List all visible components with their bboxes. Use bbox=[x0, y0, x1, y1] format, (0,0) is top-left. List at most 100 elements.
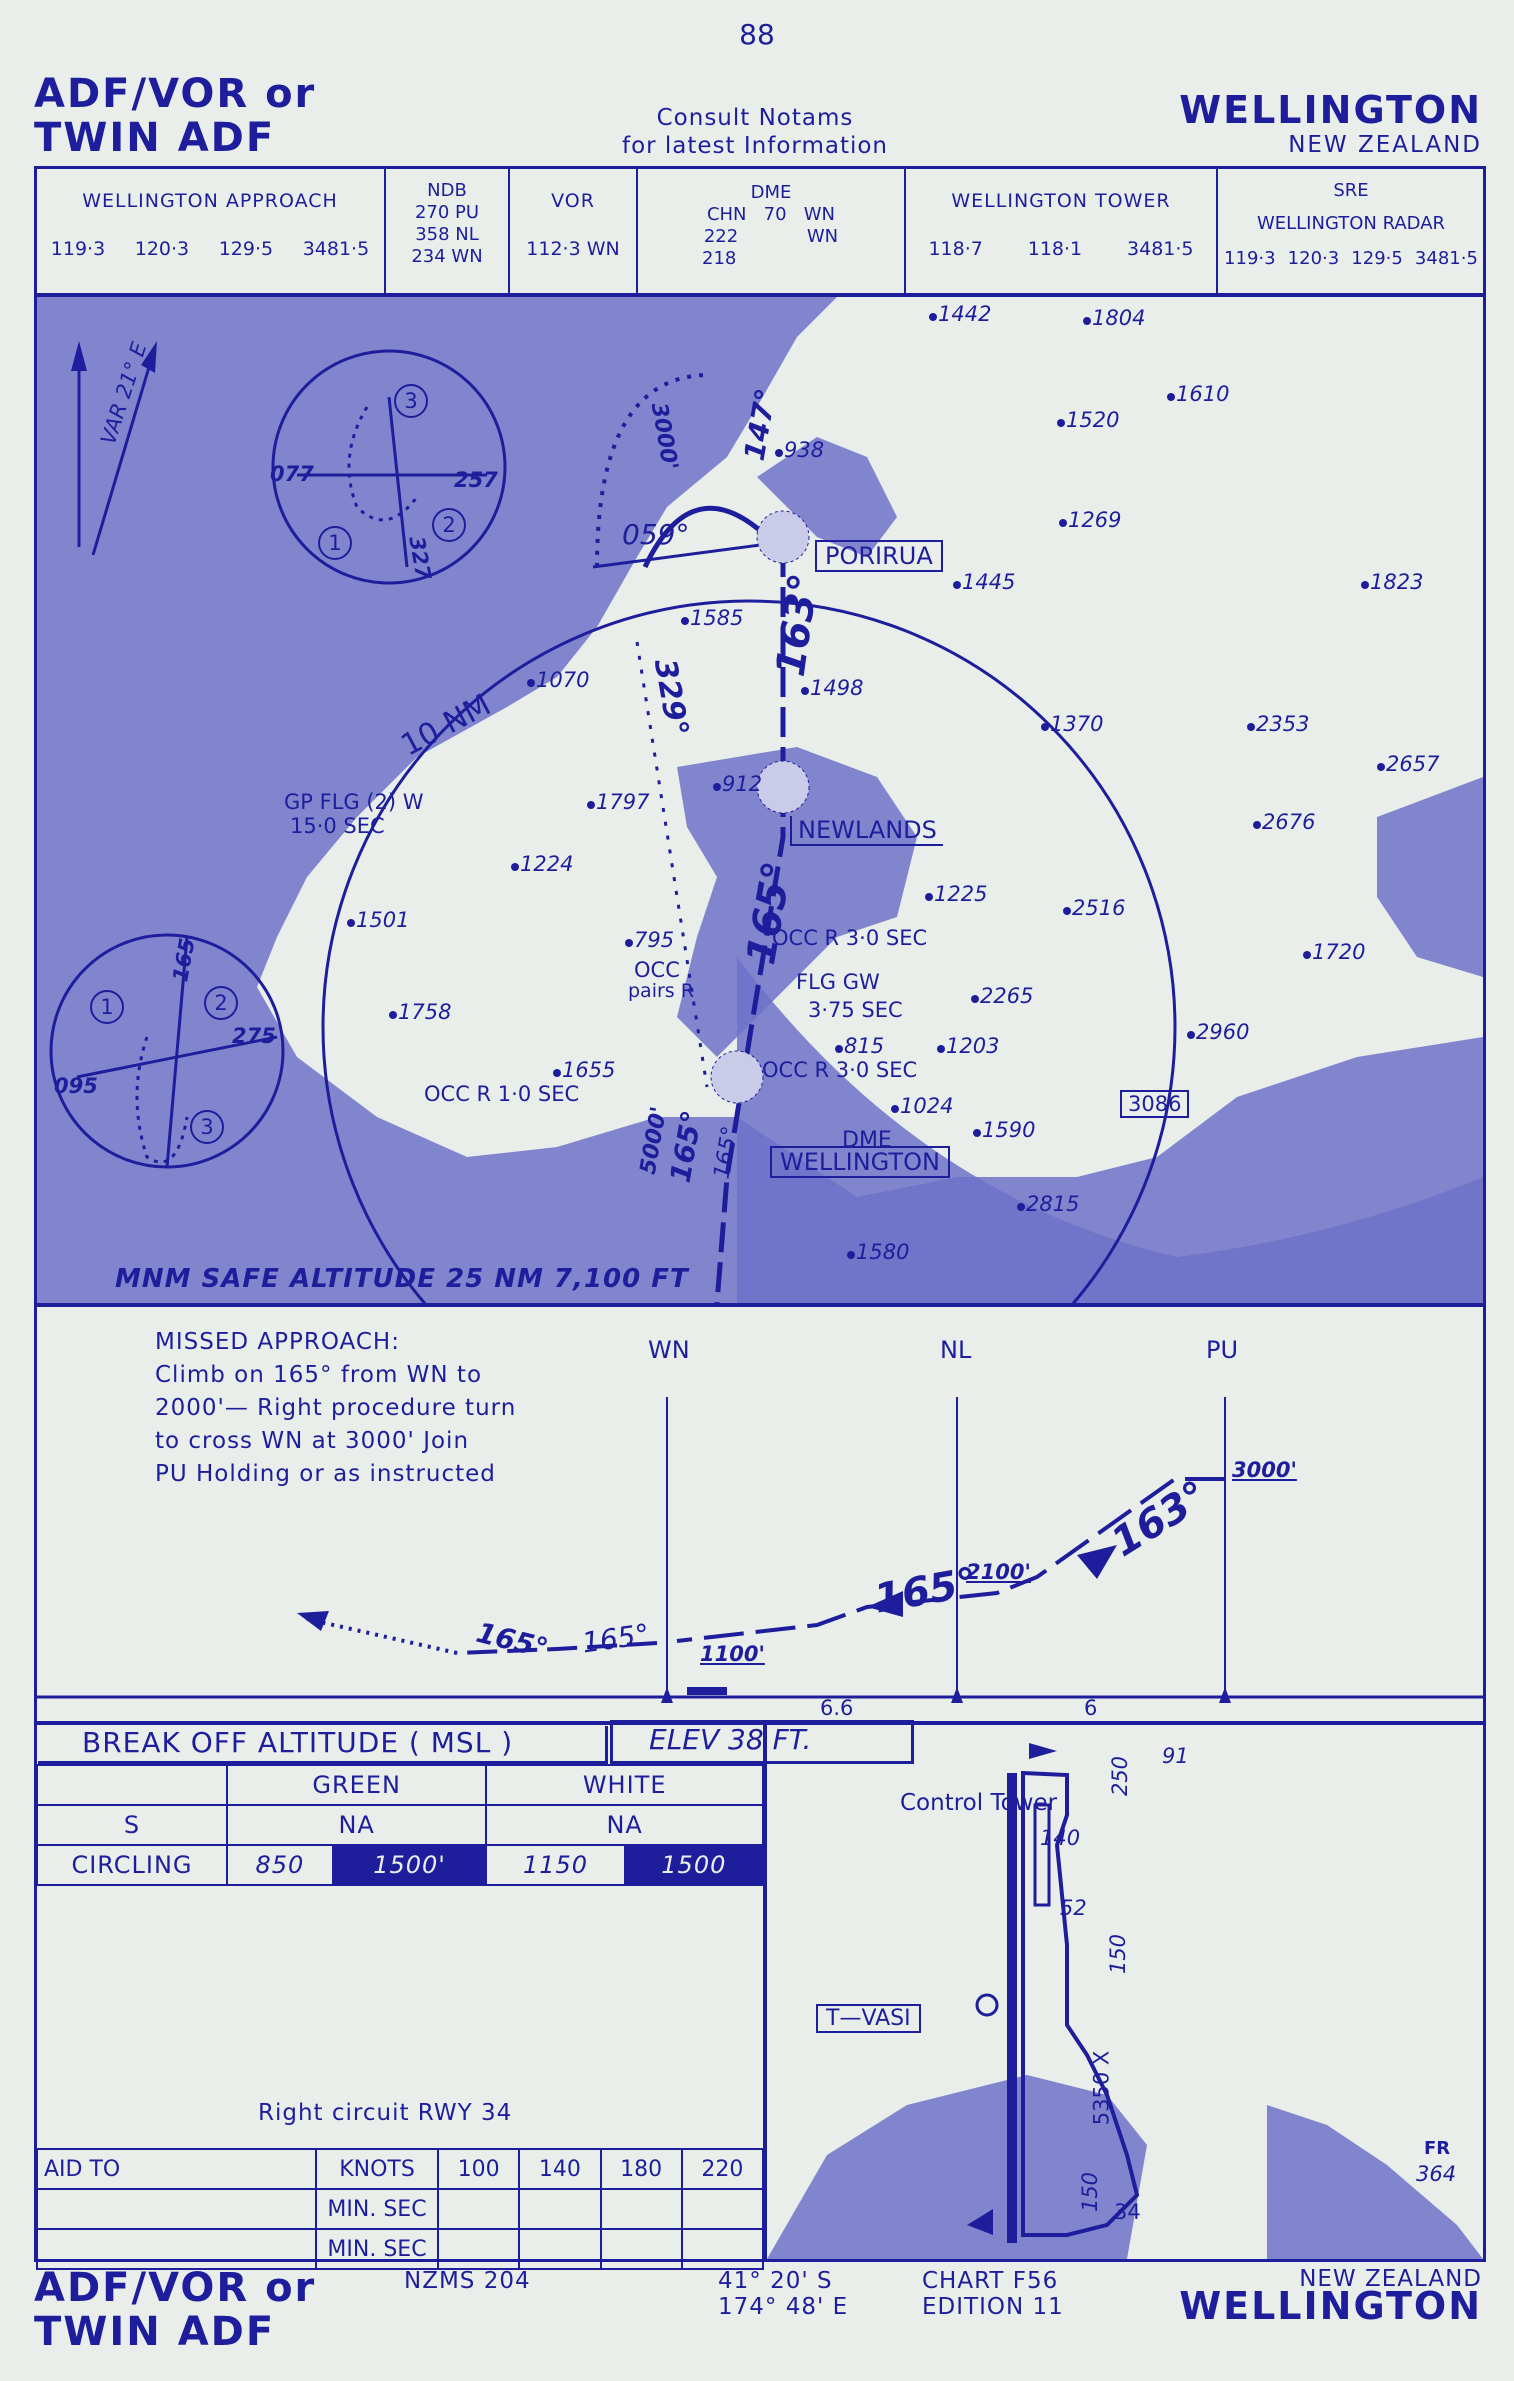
spot-elevation-dots bbox=[347, 313, 1385, 1259]
spot-elevation-dot bbox=[553, 1069, 561, 1077]
harbour-shore bbox=[737, 957, 1483, 1303]
windsock-34 bbox=[967, 2209, 993, 2235]
procedure-title-line-1: ADF/VOR or bbox=[34, 71, 317, 117]
fix-nl-label: NL bbox=[940, 1336, 972, 1364]
spot-elevation: 1224 bbox=[520, 852, 574, 876]
spot-elevation: 2516 bbox=[1072, 896, 1126, 920]
timing-min-sec: MIN. SEC bbox=[315, 2228, 439, 2270]
gp-flg-sec: 15·0 SEC bbox=[290, 814, 385, 838]
spot-elevation-dot bbox=[1303, 951, 1311, 959]
occ-r-3b-label: OCC R 3·0 SEC bbox=[762, 1058, 918, 1082]
footer-lat: 41° 20' S bbox=[718, 2268, 833, 2294]
spot-elevation: 2353 bbox=[1256, 712, 1310, 736]
spot-elevation-dot bbox=[953, 581, 961, 589]
spot-elevation: 1070 bbox=[536, 668, 590, 692]
footer-city: WELLINGTON bbox=[1179, 2284, 1482, 2328]
tower-title: WELLINGTON TOWER bbox=[951, 190, 1171, 212]
descent-path bbox=[676, 1477, 1225, 1643]
right-circuit-note: Right circuit RWY 34 bbox=[258, 2100, 513, 2126]
true-north-arrowhead bbox=[71, 341, 87, 371]
spot-elevation-dot bbox=[681, 617, 689, 625]
footer-title-1: ADF/VOR or bbox=[34, 2265, 317, 2311]
timing-cell bbox=[680, 2188, 765, 2230]
descent-arrowhead-165 bbox=[867, 1591, 903, 1617]
missed-approach-line: Climb on 165° from WN to bbox=[155, 1362, 483, 1388]
spot-elevation: 1758 bbox=[398, 1000, 452, 1024]
spot-elevation-dot bbox=[1361, 581, 1369, 589]
newlands-ndb-symbol bbox=[756, 760, 810, 814]
spot-elevation-dot bbox=[847, 1251, 855, 1259]
dme-line: 218 bbox=[702, 248, 737, 269]
occ-r-1-label: OCC R 1·0 SEC bbox=[424, 1082, 580, 1106]
gp-flg-label: GP FLG (2) W bbox=[284, 790, 424, 814]
circling-green-1: 850 bbox=[226, 1844, 334, 1886]
plan-view-map bbox=[37, 297, 1483, 1303]
bay-water-east bbox=[1267, 2105, 1483, 2259]
sre-freq: 129·5 bbox=[1351, 248, 1403, 269]
hold-wn-inbound: 095 bbox=[54, 1074, 98, 1098]
footer-chart: CHART F56 bbox=[922, 2268, 1059, 2294]
spot-elevation-dot bbox=[1057, 419, 1065, 427]
spot-elevation: 815 bbox=[844, 1034, 885, 1058]
hold-pu bbox=[271, 349, 507, 585]
hold-wn-outbound: 275 bbox=[232, 1024, 276, 1048]
ndb-line: 270 PU bbox=[414, 202, 480, 223]
spot-elevation-dot bbox=[1377, 763, 1385, 771]
tower-freq: 118·7 bbox=[928, 238, 983, 260]
minima-row-s: S bbox=[36, 1804, 228, 1846]
timing-empty bbox=[36, 2188, 317, 2230]
notams-line-1: Consult Notams bbox=[656, 105, 854, 131]
minima-s-white: NA bbox=[485, 1804, 764, 1846]
profile-dist-2: 6 bbox=[1084, 1696, 1098, 1720]
approach-title: WELLINGTON APPROACH bbox=[82, 190, 338, 212]
minima-header-empty bbox=[36, 1764, 228, 1806]
rwy-34-label: 34 bbox=[1114, 2200, 1141, 2224]
hold-pu-inbound: 077 bbox=[270, 462, 314, 486]
approach-freq: 3481·5 bbox=[302, 238, 370, 260]
missed-approach-line: to cross WN at 3000' Join bbox=[155, 1428, 470, 1454]
break-off-title: BREAK OFF ALTITUDE ( MSL ) bbox=[38, 1726, 608, 1764]
sre-title: SRE bbox=[1333, 180, 1369, 201]
timing-empty bbox=[36, 2228, 317, 2270]
hold-wn-n1: 1 bbox=[90, 990, 124, 1024]
hold-pu-n1: 1 bbox=[318, 526, 352, 560]
timing-knots: KNOTS bbox=[315, 2148, 439, 2190]
profile-diagram bbox=[37, 1397, 1483, 1703]
spot-elevation-dot bbox=[625, 939, 633, 947]
timing-cell bbox=[599, 2188, 683, 2230]
spot-elevation: 1823 bbox=[1370, 570, 1424, 594]
ndb-title: NDB bbox=[427, 180, 467, 201]
magnetic-north-arrow bbox=[91, 346, 157, 556]
taxiway-north bbox=[1033, 1803, 1051, 1907]
spot-elevation: 1225 bbox=[934, 882, 988, 906]
wellington-label: WELLINGTON bbox=[770, 1146, 950, 1178]
vasi-symbol bbox=[975, 1993, 999, 2017]
spot-elevation-dot bbox=[587, 801, 595, 809]
spot-elevation-dot bbox=[1063, 907, 1071, 915]
dme-cell: DME CHN 70 WN 222 WN 218 bbox=[638, 168, 906, 294]
spot-elevation: 1442 bbox=[938, 302, 992, 326]
vor-cell: VOR 112·3 WN bbox=[510, 168, 638, 294]
runway-16-34 bbox=[1007, 1773, 1017, 2243]
notams-line-2: for latest Information bbox=[621, 133, 889, 159]
bay-water bbox=[767, 2075, 1147, 2259]
timing-aid-to: AID TO bbox=[36, 2148, 317, 2190]
spot-elevation: 1610 bbox=[1176, 382, 1230, 406]
spot-elevation: 795 bbox=[634, 928, 675, 952]
fix-pu-label: PU bbox=[1206, 1336, 1239, 1364]
wellington-ndb-symbol bbox=[710, 1050, 764, 1104]
approach-freq: 129·5 bbox=[218, 238, 274, 260]
elev-box: ELEV 38 FT. bbox=[610, 1720, 914, 1764]
ndb-line: 234 WN bbox=[411, 246, 483, 267]
spot-elevation-dot bbox=[835, 1045, 843, 1053]
spot-elevation: 1797 bbox=[596, 790, 650, 814]
timing-cell bbox=[518, 2188, 602, 2230]
spot-elevation: 1585 bbox=[690, 606, 744, 630]
ndb-line: 358 NL bbox=[415, 224, 479, 245]
timing-speed: 100 bbox=[436, 2148, 521, 2190]
approach-freq: 119·3 bbox=[50, 238, 106, 260]
notams-note: Consult Notams for latest Information bbox=[590, 104, 920, 160]
missed-dots bbox=[635, 641, 709, 1088]
taxiway-apron bbox=[1021, 1770, 1140, 2237]
spot-elevation: 2960 bbox=[1196, 1020, 1250, 1044]
